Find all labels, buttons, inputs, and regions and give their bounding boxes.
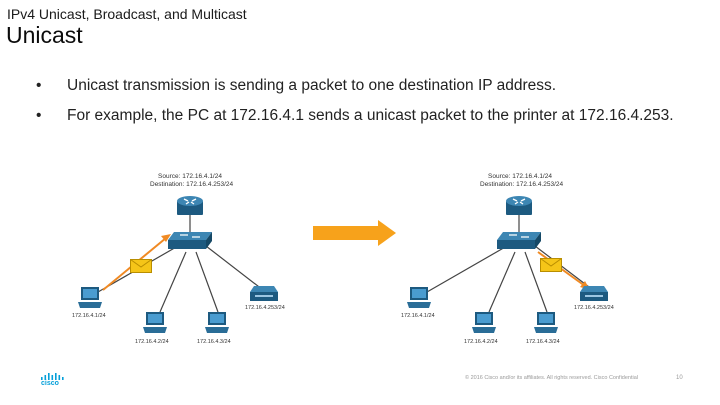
bullet-marker: • bbox=[36, 107, 42, 124]
router-icon bbox=[176, 195, 204, 216]
pc1-address: 172.16.4.1/24 bbox=[401, 313, 435, 319]
pc1-address: 172.16.4.1/24 bbox=[72, 313, 106, 319]
page-title: Unicast bbox=[6, 22, 83, 48]
pc-icon bbox=[205, 312, 229, 333]
printer-address: 172.16.4.253/24 bbox=[574, 305, 614, 311]
router-icon bbox=[505, 195, 533, 216]
pc3-link bbox=[524, 251, 548, 313]
switch-icon bbox=[497, 232, 541, 250]
bullet-text: Unicast transmission is sending a packet… bbox=[67, 77, 557, 94]
transition-arrow bbox=[313, 220, 396, 246]
pc-icon bbox=[143, 312, 167, 333]
copyright-footer: © 2016 Cisco and/or its affiliates. All … bbox=[465, 375, 639, 381]
logo-wordmark: cisco bbox=[41, 380, 59, 387]
pc-icon bbox=[407, 287, 431, 308]
page-number: 10 bbox=[676, 375, 683, 381]
switch-icon bbox=[168, 232, 212, 250]
bullet-marker: • bbox=[36, 77, 42, 94]
section-subtitle: IPv4 Unicast, Broadcast, and Multicast bbox=[7, 6, 247, 22]
printer-link bbox=[205, 245, 264, 291]
source-label: Source: 172.16.4.1/24 bbox=[158, 173, 222, 180]
diagram-left: Source: 172.16.4.1/24 Destination: 172.1… bbox=[72, 173, 285, 345]
printer-icon bbox=[580, 286, 608, 301]
pc2-link bbox=[159, 251, 187, 313]
bullet-list: • Unicast transmission is sending a pack… bbox=[36, 76, 676, 136]
envelope-icon bbox=[540, 258, 562, 272]
pc1-link bbox=[426, 245, 508, 293]
printer-link bbox=[534, 245, 594, 291]
bullet-item: • For example, the PC at 172.16.4.1 send… bbox=[36, 106, 676, 126]
cisco-logo-icon bbox=[41, 373, 64, 380]
printer-address: 172.16.4.253/24 bbox=[245, 305, 285, 311]
bullet-item: • Unicast transmission is sending a pack… bbox=[36, 76, 676, 96]
pc3-address: 172.16.4.3/24 bbox=[197, 339, 231, 345]
pc2-address: 172.16.4.2/24 bbox=[464, 339, 498, 345]
pc3-link bbox=[195, 251, 219, 313]
envelope-icon bbox=[130, 259, 152, 273]
pc2-address: 172.16.4.2/24 bbox=[135, 339, 169, 345]
source-label: Source: 172.16.4.1/24 bbox=[488, 173, 552, 180]
arrow-head bbox=[161, 234, 171, 242]
pc3-address: 172.16.4.3/24 bbox=[526, 339, 560, 345]
pc-icon bbox=[534, 312, 558, 333]
destination-label: Destination: 172.16.4.253/24 bbox=[150, 181, 234, 188]
printer-icon bbox=[250, 286, 278, 301]
diagram-right: Source: 172.16.4.1/24 Destination: 172.1… bbox=[401, 173, 614, 345]
pc-icon bbox=[472, 312, 496, 333]
pc2-link bbox=[488, 251, 516, 313]
pc-icon bbox=[78, 287, 102, 308]
destination-label: Destination: 172.16.4.253/24 bbox=[480, 181, 564, 188]
bullet-text: For example, the PC at 172.16.4.1 sends … bbox=[67, 107, 674, 124]
